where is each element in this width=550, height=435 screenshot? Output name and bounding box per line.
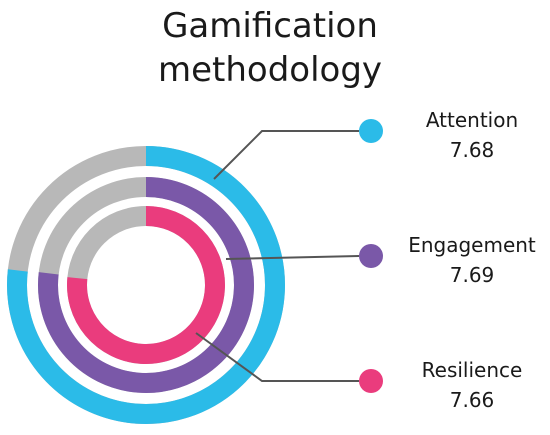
arc-engagement xyxy=(38,177,254,393)
leader-line-attention xyxy=(213,130,359,180)
arc-attention xyxy=(7,146,285,424)
legend-dot-resilience xyxy=(359,369,383,393)
label-engagement-name: Engagement xyxy=(408,233,536,257)
label-attention-value: 7.68 xyxy=(450,138,495,162)
legend-dot-engagement xyxy=(359,244,383,268)
chart-title-line-1: Gamification xyxy=(162,6,378,46)
arc-resilience xyxy=(67,206,225,364)
label-resilience-name: Resilience xyxy=(422,358,523,382)
legend-dot-attention xyxy=(359,119,383,143)
leader-line-engagement xyxy=(225,255,360,260)
leader-line-resilience xyxy=(195,332,359,382)
label-engagement-value: 7.69 xyxy=(450,263,495,287)
label-attention-name: Attention xyxy=(426,108,518,132)
chart-title-line-2: methodology xyxy=(157,50,383,90)
label-resilience-value: 7.66 xyxy=(450,388,495,412)
chart-title: Gamification methodology xyxy=(90,4,450,92)
